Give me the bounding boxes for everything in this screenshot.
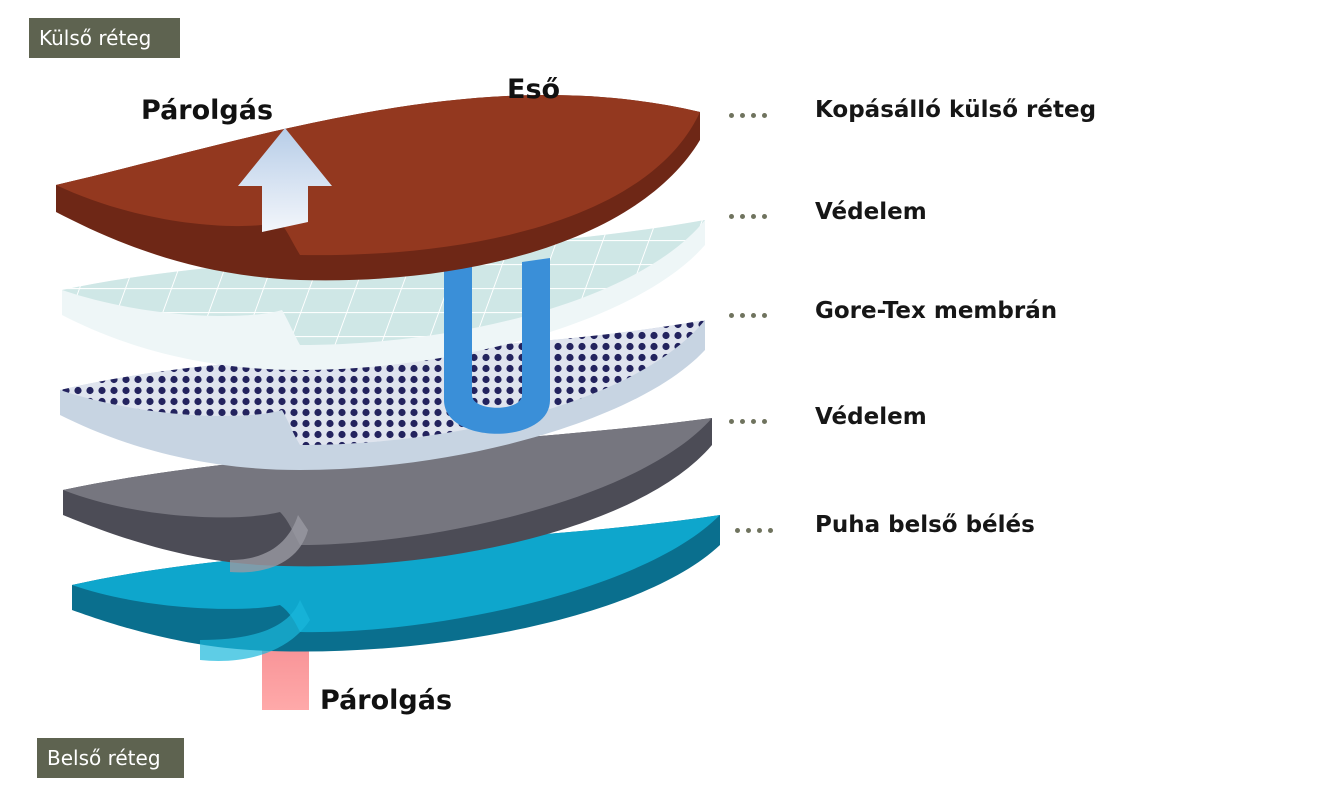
leader-dots — [729, 214, 767, 219]
layer-protection-gray — [63, 418, 712, 573]
leader-dots — [729, 313, 767, 318]
layer-label-outer-shell: Kopásálló külső réteg — [815, 97, 1097, 123]
vapor-arrow-top — [238, 128, 332, 232]
layer-label-protection-1: Védelem — [815, 199, 927, 225]
evaporation-label-top: Párolgás — [141, 95, 274, 126]
layer-outer-shell — [56, 95, 700, 281]
leader-dots — [729, 419, 767, 424]
layer-label-inner-lining: Puha belső bélés — [815, 512, 1035, 538]
leader-dots — [729, 113, 767, 118]
inner-layer-badge: Belső réteg — [37, 738, 184, 778]
layer-label-protection-2: Védelem — [815, 404, 927, 430]
rain-label: Eső — [507, 74, 561, 105]
evaporation-label-bottom: Párolgás — [320, 685, 453, 716]
leader-dots — [735, 528, 773, 533]
outer-layer-badge: Külső réteg — [29, 18, 180, 58]
layer-label-goretex: Gore-Tex membrán — [815, 298, 1058, 324]
layer-inner-lining — [72, 515, 720, 661]
